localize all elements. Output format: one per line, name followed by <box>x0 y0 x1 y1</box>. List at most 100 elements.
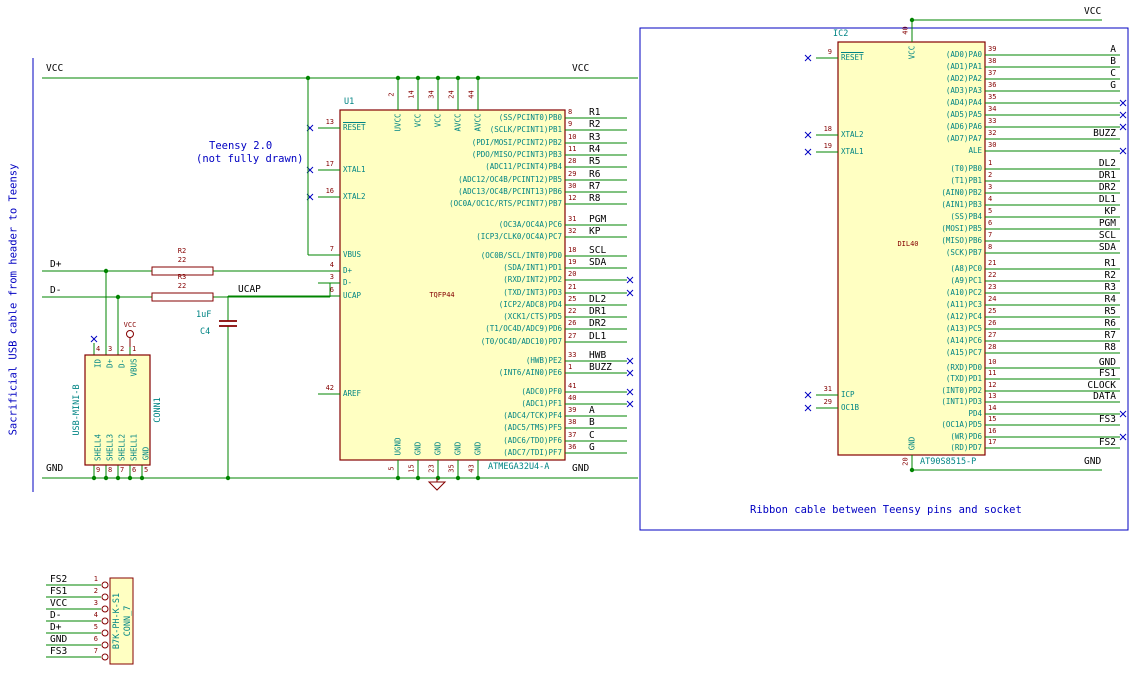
net-label-C[interactable]: C <box>589 430 595 441</box>
net-label-FS3[interactable]: FS3 <box>1098 414 1116 425</box>
net-label-R2[interactable]: R2 <box>589 119 601 130</box>
net-label-G[interactable]: G <box>589 442 595 453</box>
pin-name: (A15)PC7 <box>945 348 982 357</box>
net-label-B[interactable]: B <box>1110 56 1116 67</box>
pin-number: 5 <box>988 207 993 215</box>
net-label-KP[interactable]: KP <box>1104 206 1116 217</box>
net-label-R5[interactable]: R5 <box>1104 306 1116 317</box>
pin-number: 4 <box>93 611 98 619</box>
pin-number: 32 <box>988 129 997 137</box>
net-label-R3[interactable]: R3 <box>589 132 601 143</box>
net-label-CLOCK[interactable]: CLOCK <box>1087 380 1116 391</box>
ic2-ref[interactable]: IC2 <box>833 29 849 39</box>
pin-number: 4 <box>988 195 993 203</box>
net-label-R7[interactable]: R7 <box>1104 330 1116 341</box>
net-label-R6[interactable]: R6 <box>1104 318 1116 329</box>
net-label-R5[interactable]: R5 <box>589 156 601 167</box>
conn7-body[interactable] <box>109 577 134 665</box>
net-label-R8[interactable]: R8 <box>1104 342 1116 353</box>
net-label-G[interactable]: G <box>1110 80 1116 91</box>
net-label-BUZZ[interactable]: BUZZ <box>589 362 612 373</box>
net-label-GND[interactable]: GND <box>50 634 68 645</box>
net-label-A[interactable]: A <box>589 405 595 416</box>
net-label-FS1[interactable]: FS1 <box>50 586 68 597</box>
net-label-R4[interactable]: R4 <box>589 144 601 155</box>
pin-number: 10 <box>568 133 577 141</box>
pin-number: 1 <box>568 363 573 371</box>
no-connect-x-icon <box>1119 433 1127 441</box>
net-label-DL1[interactable]: DL1 <box>589 331 607 342</box>
pin-number: 13 <box>988 392 997 400</box>
conn1-body[interactable] <box>84 354 151 466</box>
u1-ref[interactable]: U1 <box>344 97 355 107</box>
pin-name: (A10)PC2 <box>945 288 982 297</box>
net-label-R6[interactable]: R6 <box>589 169 601 180</box>
pin-name: (RXD/INT2)PD2 <box>503 275 562 284</box>
net-label-C[interactable]: C <box>1110 68 1116 79</box>
net-label-FS1[interactable]: FS1 <box>1098 368 1116 379</box>
pin-number: 21 <box>988 259 997 267</box>
u1-body[interactable] <box>339 109 566 461</box>
net-label-DATA[interactable]: DATA <box>1093 391 1116 402</box>
net-label-SCL[interactable]: SCL <box>589 245 607 256</box>
net-label-D-[interactable]: D- <box>50 610 62 621</box>
net-label-FS2[interactable]: FS2 <box>50 574 68 585</box>
net-label-KP[interactable]: KP <box>589 226 601 237</box>
net-label-GND[interactable]: GND <box>1098 357 1116 368</box>
net-label-PGM[interactable]: PGM <box>589 214 607 225</box>
pin-name: (SS)PB4 <box>950 212 982 221</box>
net-label-R3[interactable]: R3 <box>1104 282 1116 293</box>
net-label-FS3[interactable]: FS3 <box>50 646 68 657</box>
net-label-SDA[interactable]: SDA <box>589 257 607 268</box>
resistor-r2-body[interactable] <box>151 266 214 276</box>
resistor-r3-body[interactable] <box>151 292 214 302</box>
net-label-GND[interactable]: GND <box>572 463 590 474</box>
net-label-R1[interactable]: R1 <box>1104 258 1116 269</box>
net-label-UCAP[interactable]: UCAP <box>238 284 261 295</box>
net-label-R1[interactable]: R1 <box>589 107 601 118</box>
net-label-VCC[interactable]: VCC <box>50 598 68 609</box>
ic2-body[interactable] <box>837 41 986 456</box>
c4-value: 1uF <box>196 310 212 320</box>
net-label-FS2[interactable]: FS2 <box>1098 437 1116 448</box>
pin-number: 11 <box>988 369 997 377</box>
pin-number: 14 <box>988 404 997 412</box>
pin-number: 3 <box>988 183 993 191</box>
no-connect-x-icon <box>1119 147 1127 155</box>
net-label-HWB[interactable]: HWB <box>589 350 607 361</box>
gnd-power-icon <box>427 481 447 491</box>
net-label-DR2[interactable]: DR2 <box>589 318 607 329</box>
net-label-D+[interactable]: D+ <box>50 259 62 270</box>
pin-name: (ADC6/TDO)PF6 <box>503 436 562 445</box>
net-label-A[interactable]: A <box>1110 44 1116 55</box>
net-label-VCC[interactable]: VCC <box>572 63 590 74</box>
pin-number: 34 <box>988 105 997 113</box>
no-connect-x-icon <box>804 391 812 399</box>
net-label-D-[interactable]: D- <box>50 285 62 296</box>
net-label-VCC[interactable]: VCC <box>1084 6 1102 17</box>
net-label-D+[interactable]: D+ <box>50 622 62 633</box>
pin-number: 9 <box>96 466 101 474</box>
net-label-DR1[interactable]: DR1 <box>589 306 607 317</box>
pin-name: SHELL4 <box>93 433 103 461</box>
pin-number: 18 <box>823 125 832 133</box>
net-label-R8[interactable]: R8 <box>589 193 601 204</box>
net-label-SCL[interactable]: SCL <box>1098 230 1116 241</box>
net-label-BUZZ[interactable]: BUZZ <box>1093 128 1116 139</box>
net-label-R4[interactable]: R4 <box>1104 294 1116 305</box>
net-label-SDA[interactable]: SDA <box>1098 242 1116 253</box>
net-label-DL2[interactable]: DL2 <box>1098 158 1116 169</box>
net-label-DR2[interactable]: DR2 <box>1098 182 1116 193</box>
net-label-DR1[interactable]: DR1 <box>1098 170 1116 181</box>
net-label-DL1[interactable]: DL1 <box>1098 194 1116 205</box>
net-label-VCC[interactable]: VCC <box>46 63 64 74</box>
net-label-GND[interactable]: GND <box>46 463 64 474</box>
net-label-GND[interactable]: GND <box>1084 456 1102 467</box>
no-connect-x-icon <box>90 335 98 343</box>
net-label-DL2[interactable]: DL2 <box>589 294 607 305</box>
net-label-PGM[interactable]: PGM <box>1098 218 1116 229</box>
net-label-R7[interactable]: R7 <box>589 181 601 192</box>
net-label-R2[interactable]: R2 <box>1104 270 1116 281</box>
pin-name: (AD5)PA5 <box>945 110 982 119</box>
net-label-B[interactable]: B <box>589 417 595 428</box>
